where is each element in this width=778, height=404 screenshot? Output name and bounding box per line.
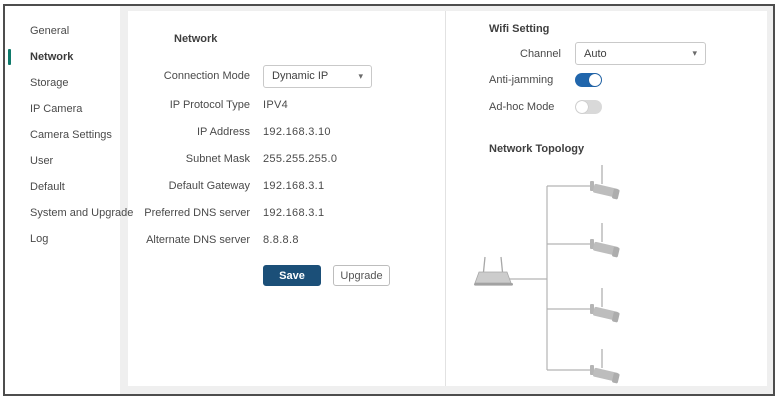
- sidebar-item-label: Storage: [30, 77, 69, 89]
- wifi-panel: Wifi Setting Channel Auto ▾ Anti-jamming…: [446, 11, 767, 386]
- sidebar-item-user[interactable]: User: [5, 148, 120, 174]
- topology-lines: [509, 185, 592, 371]
- sidebar-item-label: IP Camera: [30, 103, 83, 115]
- sidebar-item-label: Network: [30, 51, 74, 63]
- content-card: Network Connection Mode Dynamic IP ▾ IP …: [128, 11, 767, 386]
- network-topology-title: Network Topology: [489, 143, 585, 155]
- default-gateway-label: Default Gateway: [168, 179, 250, 192]
- field-row-ip-address: IP Address 192.168.3.10: [128, 118, 445, 145]
- upgrade-button[interactable]: Upgrade: [333, 265, 390, 286]
- field-row-default-gateway: Default Gateway 192.168.3.1: [128, 172, 445, 199]
- network-panel: Network Connection Mode Dynamic IP ▾ IP …: [128, 11, 446, 386]
- toggle-knob: [589, 73, 601, 86]
- sidebar-item-storage[interactable]: Storage: [5, 70, 120, 96]
- wifi-setting-title: Wifi Setting: [489, 23, 550, 35]
- anti-jamming-label: Anti-jamming: [489, 73, 554, 86]
- alternate-dns-value: 8.8.8.8: [263, 233, 299, 246]
- ip-protocol-type-label: IP Protocol Type: [169, 98, 250, 111]
- connection-mode-label: Connection Mode: [163, 70, 250, 82]
- button-row: Save Upgrade: [263, 265, 445, 286]
- connection-mode-select[interactable]: Dynamic IP ▾: [263, 64, 372, 88]
- channel-label: Channel: [520, 47, 561, 60]
- camera-icon: [590, 223, 620, 258]
- sidebar-item-label: Default: [30, 181, 65, 193]
- alternate-dns-label: Alternate DNS server: [146, 233, 250, 246]
- channel-value: Auto: [584, 47, 607, 60]
- chevron-down-icon: ▾: [358, 70, 363, 81]
- connection-mode-value: Dynamic IP: [272, 70, 329, 82]
- ad-hoc-mode-row: Ad-hoc Mode: [489, 94, 767, 119]
- ad-hoc-mode-toggle[interactable]: [575, 99, 602, 114]
- sidebar-item-network[interactable]: Network: [5, 44, 120, 70]
- field-row-connection-mode: Connection Mode Dynamic IP ▾: [128, 61, 445, 91]
- sidebar-item-log[interactable]: Log: [5, 226, 120, 252]
- subnet-mask-label: Subnet Mask: [185, 152, 250, 165]
- sidebar-item-label: General: [30, 25, 70, 37]
- channel-row: Channel Auto ▾: [489, 42, 767, 65]
- sidebar-item-label: System and Upgrade: [30, 207, 134, 219]
- field-row-ip-protocol-type: IP Protocol Type IPV4: [128, 91, 445, 118]
- camera-icon: [590, 288, 620, 323]
- toggle-knob: [576, 100, 588, 113]
- preferred-dns-label: Preferred DNS server: [144, 206, 250, 219]
- subnet-mask-value: 255.255.255.0: [263, 152, 338, 165]
- sidebar-item-system-and-upgrade[interactable]: System and Upgrade: [5, 200, 133, 226]
- sidebar-item-label: User: [30, 155, 54, 167]
- sidebar-item-general[interactable]: General: [5, 18, 120, 44]
- field-row-subnet-mask: Subnet Mask 255.255.255.0: [128, 145, 445, 172]
- ip-address-value: 192.168.3.10: [263, 125, 331, 138]
- sidebar-item-default[interactable]: Default: [5, 174, 120, 200]
- wifi-router-icon: [474, 256, 513, 286]
- active-indicator: [8, 49, 11, 65]
- network-topology-diagram: [474, 165, 620, 384]
- camera-icon: [590, 165, 620, 200]
- sidebar-item-label: Log: [30, 233, 49, 245]
- camera-icon: [590, 349, 620, 384]
- save-button[interactable]: Save: [263, 265, 321, 286]
- channel-select[interactable]: Auto ▾: [575, 42, 706, 65]
- default-gateway-value: 192.168.3.1: [263, 179, 325, 192]
- sidebar-item-label: Camera Settings: [30, 129, 112, 141]
- sidebar-item-ip-camera[interactable]: IP Camera: [5, 96, 120, 122]
- network-panel-title: Network: [174, 33, 218, 45]
- sidebar-item-camera-settings[interactable]: Camera Settings: [5, 122, 120, 148]
- ip-protocol-type-value: IPV4: [263, 98, 289, 111]
- preferred-dns-value: 192.168.3.1: [263, 206, 325, 219]
- ad-hoc-mode-label: Ad-hoc Mode: [489, 100, 555, 113]
- field-row-alternate-dns: Alternate DNS server 8.8.8.8: [128, 226, 445, 253]
- chevron-down-icon: ▾: [692, 48, 697, 58]
- anti-jamming-row: Anti-jamming: [489, 67, 767, 92]
- field-row-preferred-dns: Preferred DNS server 192.168.3.1: [128, 199, 445, 226]
- anti-jamming-toggle[interactable]: [575, 72, 602, 87]
- sidebar: General Network Storage IP Camera Camera…: [5, 6, 133, 394]
- ip-address-label: IP Address: [197, 125, 250, 138]
- settings-page: General Network Storage IP Camera Camera…: [3, 4, 775, 396]
